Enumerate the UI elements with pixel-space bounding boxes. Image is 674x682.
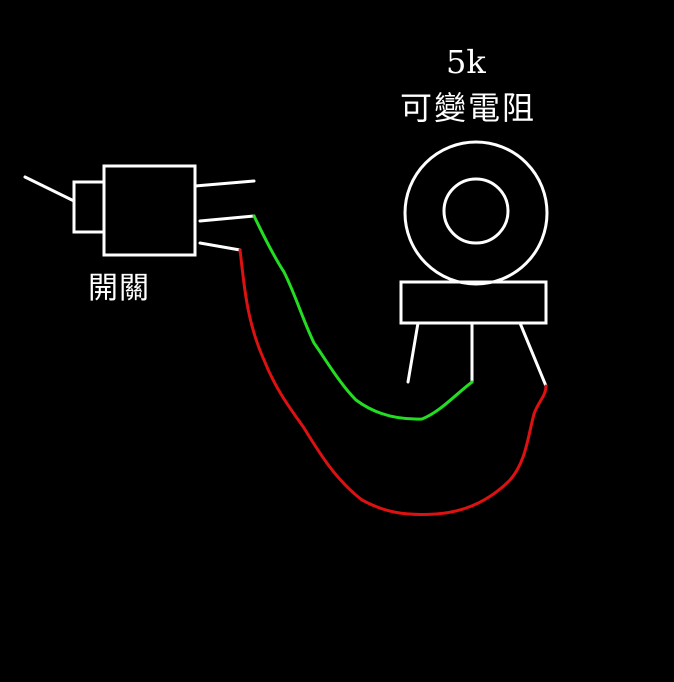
switch-body (102, 164, 197, 257)
red-wire (238, 248, 548, 516)
potentiometer-value-label: 5k (446, 43, 486, 81)
switch-pin-bottom (198, 241, 242, 252)
switch-pin-top (193, 179, 256, 188)
potentiometer-pin-right (518, 321, 548, 388)
potentiometer-name-label: 可變電阻 (400, 89, 537, 127)
potentiometer-body (403, 140, 549, 286)
potentiometer-pin-left (406, 321, 420, 384)
potentiometer-knob (442, 177, 510, 245)
green-wire (252, 214, 474, 421)
switch-label: 開關 (88, 271, 150, 306)
switch-pin-middle (198, 214, 256, 223)
switch (23, 164, 256, 257)
switch-lever (23, 175, 76, 203)
potentiometer (399, 140, 549, 388)
